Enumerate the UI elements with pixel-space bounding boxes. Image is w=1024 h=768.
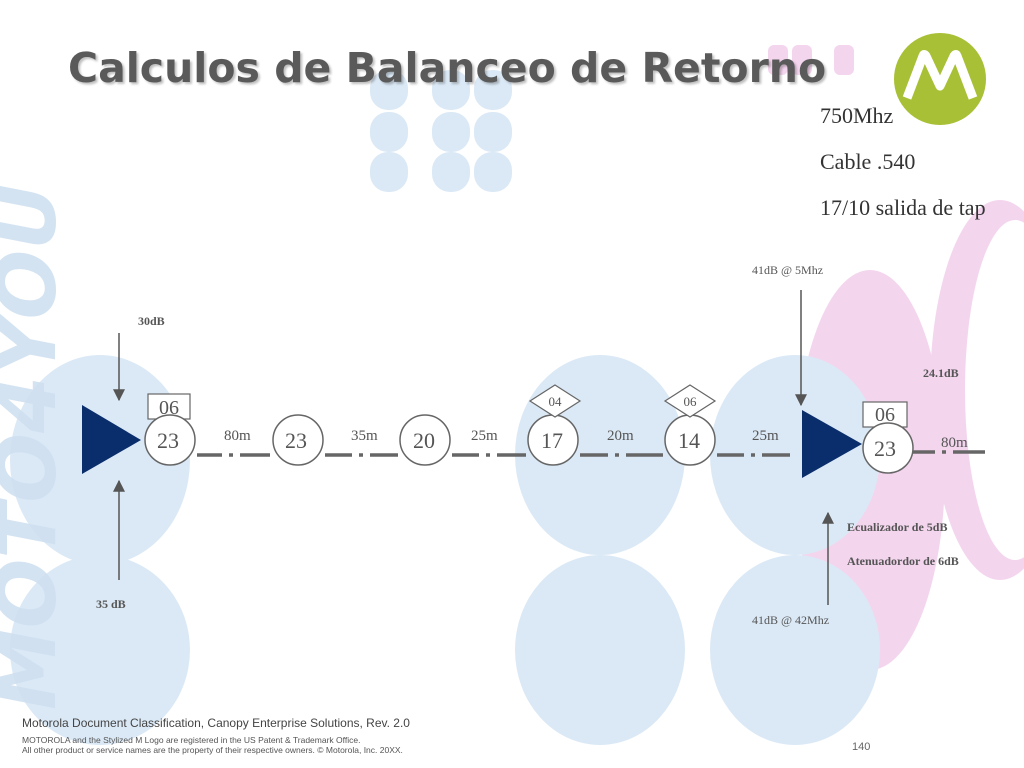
tap-4-value: 17 [541, 428, 563, 453]
tap-5: 14 06 [663, 384, 717, 466]
tap-5-value: 14 [678, 428, 700, 453]
tap-4-eq-diamond [528, 384, 582, 418]
amplifier-2-icon [802, 410, 862, 478]
cable-5-length: 25m [752, 428, 779, 444]
tap-6-value: 23 [874, 436, 896, 461]
spec-frequency: 750Mhz [820, 103, 894, 128]
tap-3: 20 [399, 414, 451, 466]
amp2-input-label: 41dB @ 5Mhz [752, 263, 823, 277]
cable-segments [197, 450, 985, 457]
watermark: MOTO4YOU [0, 183, 75, 710]
specs-list: 750Mhz Cable .540 17/10 salida de tap [820, 100, 986, 238]
tap-2: 23 [272, 414, 324, 466]
amplifier-1-icon [82, 405, 141, 474]
cable-1-length: 80m [224, 428, 251, 444]
equalizer-note: Ecualizador de 5dB [847, 520, 947, 534]
cable-2-length: 35m [351, 428, 378, 444]
slide-title: Calculos de Balanceo de Retorno [68, 44, 827, 92]
cable-3-length: 25m [471, 428, 498, 444]
spec-tap-output: 17/10 salida de tap [820, 195, 986, 220]
footer-trademark-line1: MOTOROLA and the Stylized M Logo are reg… [22, 735, 361, 745]
amp1-input-label: 30dB [138, 314, 165, 328]
tap-4: 17 04 [527, 384, 582, 466]
tap-5-eq-diamond [663, 384, 717, 418]
tap-6: 23 [862, 422, 914, 474]
tap-2-value: 23 [285, 428, 307, 453]
spec-cable: Cable .540 [820, 149, 916, 174]
page-number: 140 [852, 741, 871, 753]
tap-1-value: 23 [157, 428, 179, 453]
footer-trademark-line2: All other product or service names are t… [22, 745, 403, 755]
tap-5-eq-value: 06 [684, 394, 698, 409]
motorola-logo-icon [894, 33, 986, 125]
amp1-output-label: 35 dB [96, 597, 126, 611]
amp2-pad-value: 06 [875, 404, 895, 426]
blue-dots-decoration [10, 70, 880, 745]
cable-6-length: 80m [941, 435, 968, 451]
amp2-gain-label: 24.1dB [923, 366, 959, 380]
footer-trademark: MOTOROLA and the Stylized M Logo are reg… [22, 735, 403, 755]
attenuator-note: Atenuadordor de 6dB [847, 554, 959, 568]
tap-1: 23 [144, 414, 196, 466]
cable-4-length: 20m [607, 428, 634, 444]
footer-classification: Motorola Document Classification, Canopy… [22, 716, 410, 730]
amp2-output-label: 41dB @ 42Mhz [752, 613, 829, 627]
tap-3-value: 20 [413, 428, 435, 453]
amp1-pad-value: 06 [159, 397, 179, 419]
tap-4-eq-value: 04 [549, 394, 563, 409]
